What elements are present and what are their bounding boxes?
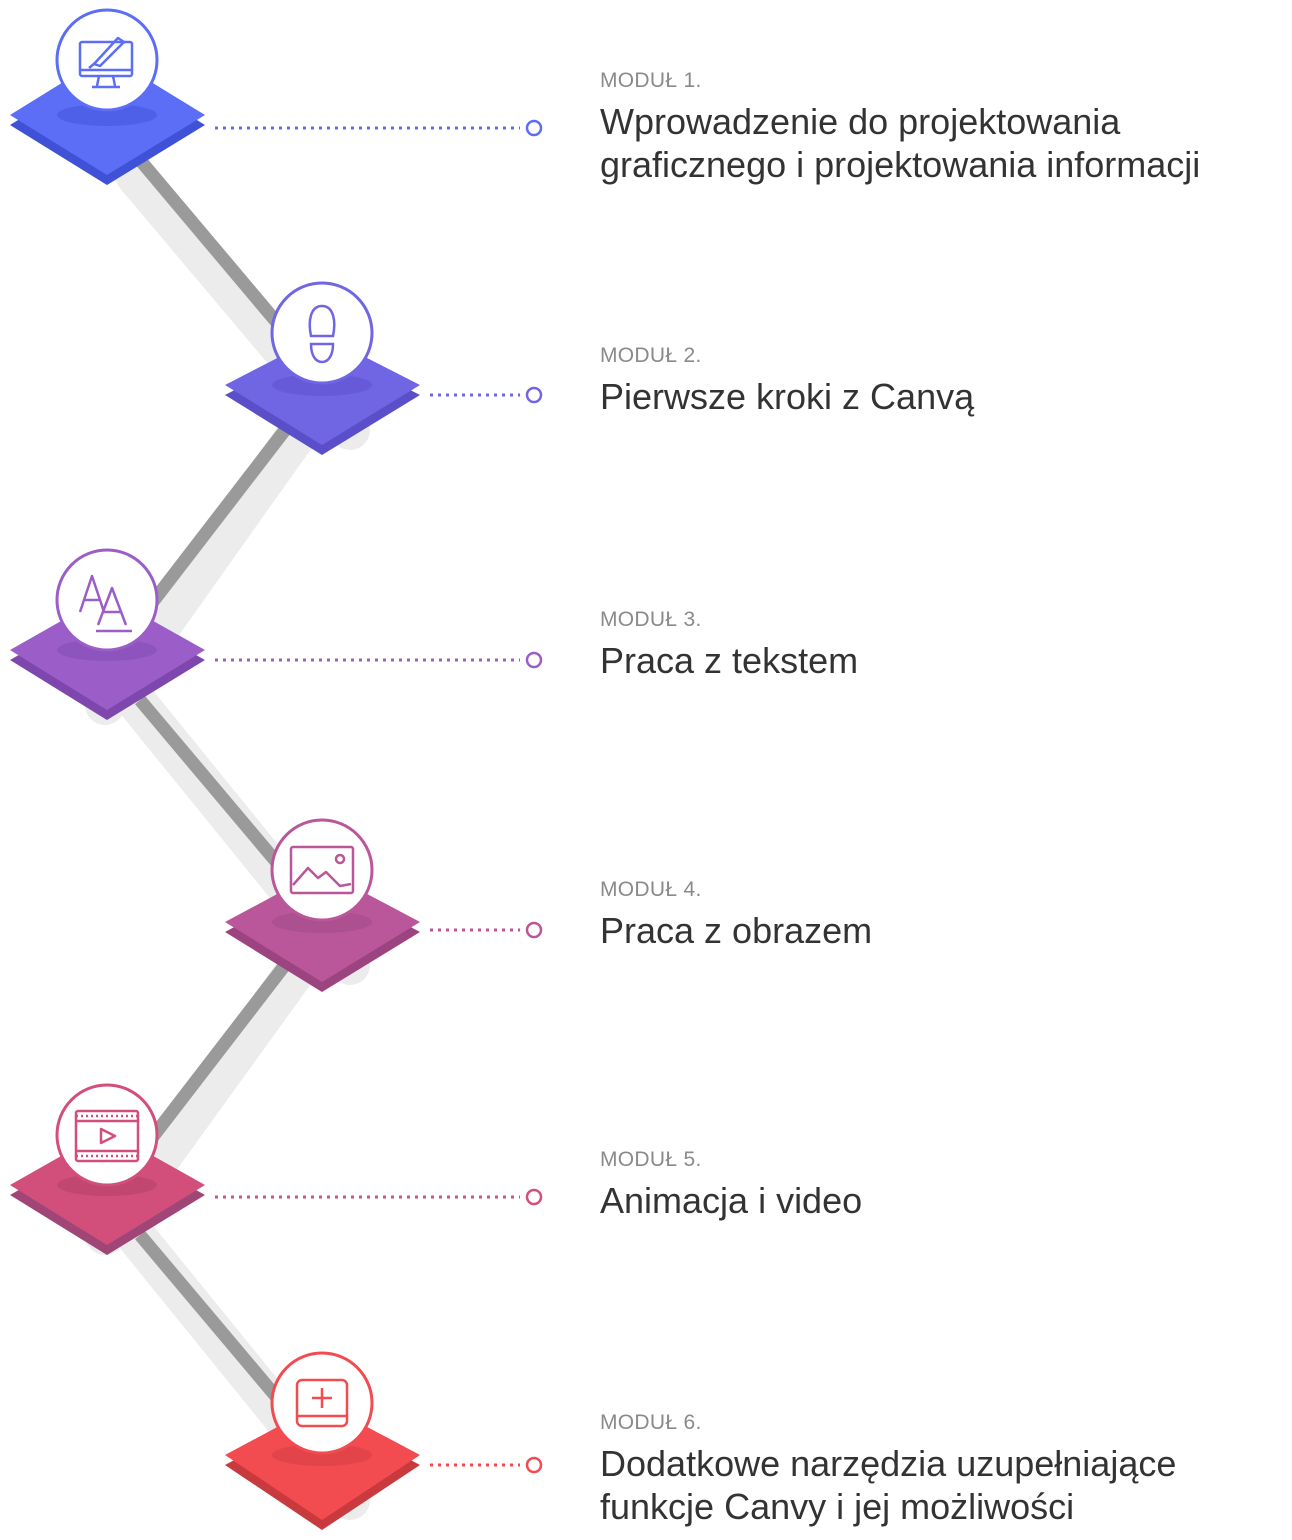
module-4-label: MODUŁ 4.: [600, 878, 702, 901]
module-6-node[interactable]: [225, 1351, 543, 1530]
module-6-text: MODUŁ 6. Dodatkowe narzędzia uzupełniają…: [600, 1410, 1290, 1528]
film-play-icon: [74, 1109, 140, 1163]
module-3-node[interactable]: [10, 548, 543, 720]
module-5-text: MODUŁ 5. Animacja i video: [600, 1147, 1290, 1222]
footprint-icon: [308, 304, 336, 364]
module-1-text: MODUŁ 1. Wprowadzenie do projektowania g…: [600, 68, 1290, 186]
module-2-text: MODUŁ 2. Pierwsze kroki z Canvą: [600, 343, 1290, 418]
module-1-label: MODUŁ 1.: [600, 69, 702, 92]
add-box-icon: [295, 1378, 349, 1428]
module-4-node[interactable]: [225, 818, 543, 992]
module-5-title[interactable]: Animacja i video: [600, 1180, 863, 1221]
module-3-title[interactable]: Praca z tekstem: [600, 640, 859, 681]
module-5-node[interactable]: [10, 1083, 543, 1255]
font-icon: [78, 574, 132, 633]
module-5-label: MODUŁ 5.: [600, 1148, 702, 1171]
image-icon: [289, 845, 355, 895]
module-1-title[interactable]: Wprowadzenie do projektowania graficzneg…: [600, 101, 1201, 185]
monitor-brush-icon: [78, 36, 134, 89]
module-6-label: MODUŁ 6.: [600, 1411, 702, 1434]
module-6-title[interactable]: Dodatkowe narzędzia uzupełniające funkcj…: [600, 1443, 1177, 1527]
module-2-label: MODUŁ 2.: [600, 344, 702, 367]
module-2-node[interactable]: [225, 281, 543, 455]
module-3-text: MODUŁ 3. Praca z tekstem: [600, 607, 1290, 682]
module-1-node[interactable]: [10, 8, 543, 185]
module-2-title[interactable]: Pierwsze kroki z Canvą: [600, 376, 975, 417]
module-4-text: MODUŁ 4. Praca z obrazem: [600, 877, 1290, 952]
module-4-title[interactable]: Praca z obrazem: [600, 910, 873, 951]
module-3-label: MODUŁ 3.: [600, 608, 702, 631]
